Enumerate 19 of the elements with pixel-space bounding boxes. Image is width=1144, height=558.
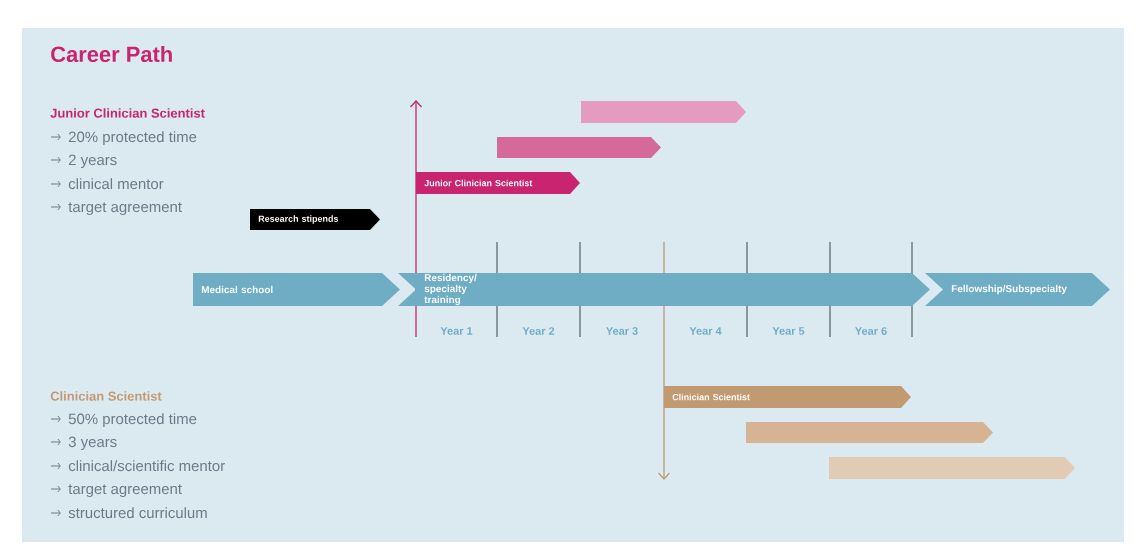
phase-bar bbox=[581, 101, 746, 123]
bullet-text: 2 years bbox=[68, 154, 117, 169]
title: Career Path bbox=[51, 45, 172, 63]
year-label: Year 6 bbox=[855, 327, 887, 335]
bullet-text: 3 years bbox=[68, 436, 117, 451]
bullet-text: 20% protected time bbox=[68, 131, 197, 146]
bullet-text: structured curriculum bbox=[68, 507, 207, 519]
year-label: Year 5 bbox=[772, 327, 805, 335]
bullet-text: clinical/scientific mentor bbox=[68, 460, 225, 472]
bullet-text: 50% protected time bbox=[68, 413, 197, 428]
year-label: Year 3 bbox=[606, 327, 638, 335]
bullet-text: target agreement bbox=[68, 484, 182, 498]
section-heading: Junior Clinician Scientist bbox=[50, 108, 205, 118]
section-heading: Clinician Scientist bbox=[50, 391, 162, 401]
year-label: Year 1 bbox=[440, 327, 473, 335]
year-label: Year 4 bbox=[689, 327, 722, 335]
bullet-text: clinical mentor bbox=[68, 178, 164, 190]
bullet-text: target agreement bbox=[68, 202, 182, 216]
year-label: Year 2 bbox=[522, 327, 555, 335]
